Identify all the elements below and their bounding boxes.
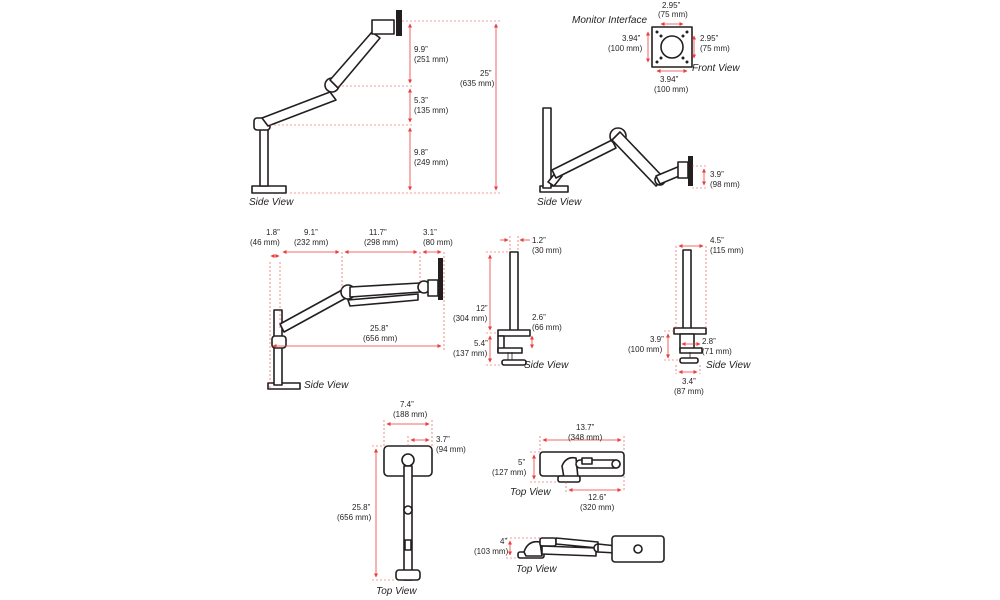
dim-extended-depth-mm: (103 mm): [474, 547, 509, 556]
dim-upper-reach-in: 11.7”: [369, 228, 387, 237]
dim-clamp-height-mm: (137 mm): [453, 349, 488, 358]
monitor-interface: Monitor Interface 2.95” (75 mm) 2.95” (7…: [572, 1, 740, 94]
dim-lower-reach-mm: (232 mm): [294, 238, 329, 247]
monitor-interface-title: Monitor Interface: [572, 15, 647, 26]
dim-clamp-offset-in: 1.8”: [266, 228, 280, 237]
view-label-side-5: Side View: [706, 360, 751, 371]
view-label-side-2: Side View: [537, 197, 582, 208]
dim-upper-arm-in: 9.9”: [414, 45, 428, 54]
top-view-arm-drawing: [383, 445, 433, 581]
vesa-bottom-in: 3.94”: [660, 75, 679, 84]
top-view-extended-drawing: [517, 535, 665, 563]
side-view-3: 1.8” (46 mm) 9.1” (232 mm) 11.7” (298 mm…: [250, 228, 453, 391]
dim-clamp-height-in: 5.4”: [474, 339, 488, 348]
dim-lower-arm-in: 5.3”: [414, 96, 428, 105]
top-view-3: 4” (103 mm) Top View: [474, 535, 665, 575]
dim-compact-length-mm: (320 mm): [580, 503, 615, 512]
dim-tilt-in: 3.9”: [710, 170, 724, 179]
dim-top-length-mm: (656 mm): [337, 513, 372, 522]
dim-grommet-depth-mm: (71 mm): [702, 347, 732, 356]
dim-plate-width-in: 7.4”: [400, 400, 414, 409]
dim-half-width-in: 3.7”: [436, 435, 450, 444]
dim-clamp-offset-mm: (46 mm): [250, 238, 280, 247]
dim-pole-width-in: 1.2”: [532, 236, 546, 245]
dim-total-reach-mm: (656 mm): [363, 334, 398, 343]
dim-head-reach-mm: (80 mm): [423, 238, 453, 247]
dim-pole-mm: (249 mm): [414, 158, 449, 167]
dim-pole-width-mm: (30 mm): [532, 246, 562, 255]
clamp-pole-drawing: [497, 251, 531, 366]
side-view-2: 3.9” (98 mm) Side View: [537, 107, 740, 208]
dim-half-width-mm: (94 mm): [436, 445, 466, 454]
monitor-arm-drawing: [267, 258, 443, 390]
dim-clamp-depth-mm: (66 mm): [532, 323, 562, 332]
top-view-2: 13.7” (348 mm) 5” (127 mm) 12.6” (320 mm…: [492, 423, 625, 512]
vesa-top-in: 2.95”: [662, 1, 681, 10]
dimension-lines: [270, 20, 500, 194]
dim-compact-depth-in: 5”: [518, 458, 525, 467]
dim-base-width-in: 4.5”: [710, 236, 724, 245]
dim-base-width-mm: (115 mm): [710, 246, 744, 255]
dim-total-height-in: 25”: [480, 69, 492, 78]
dim-upper-reach-mm: (298 mm): [364, 238, 399, 247]
dim-clamp-depth-in: 2.6”: [532, 313, 546, 322]
vesa-left-in: 3.94”: [622, 34, 641, 43]
vesa-bottom-mm: (100 mm): [654, 85, 689, 94]
monitor-arm-drawing: [539, 107, 693, 193]
dim-grommet-height-mm: (100 mm): [628, 345, 663, 354]
dim-extended-depth-in: 4”: [500, 537, 507, 546]
dim-total-reach-in: 25.8”: [370, 324, 389, 333]
dim-compact-width-in: 13.7”: [576, 423, 595, 432]
side-view-5: 4.5” (115 mm) 3.9” (100 mm) 2.8” (71 mm)…: [628, 236, 751, 396]
top-view-1: 7.4” (188 mm) 3.7” (94 mm) 25.8” (656 mm…: [337, 400, 466, 597]
vesa-top-mm: (75 mm): [658, 10, 688, 19]
dim-head-reach-in: 3.1”: [423, 228, 437, 237]
dim-compact-width-mm: (348 mm): [568, 433, 603, 442]
vesa-right-in: 2.95”: [700, 34, 719, 43]
dim-grommet-depth-in: 2.8”: [702, 337, 716, 346]
dim-compact-length-in: 12.6”: [588, 493, 607, 502]
vesa-left-mm: (100 mm): [608, 44, 643, 53]
dim-tilt-mm: (98 mm): [710, 180, 740, 189]
view-label-side-1: Side View: [249, 197, 294, 208]
monitor-arm-drawing: [251, 10, 402, 194]
dim-top-length-in: 25.8”: [352, 503, 371, 512]
dim-grommet-width-in: 3.4”: [682, 377, 696, 386]
dim-compact-depth-mm: (127 mm): [492, 468, 527, 477]
vesa-right-mm: (75 mm): [700, 44, 730, 53]
view-label-side-3: Side View: [304, 380, 349, 391]
dim-upper-arm-mm: (251 mm): [414, 55, 449, 64]
dim-pole-in: 9.8”: [414, 148, 428, 157]
view-label-front: Front View: [692, 63, 740, 74]
dim-lower-arm-mm: (135 mm): [414, 106, 449, 115]
view-label-top-3: Top View: [516, 564, 557, 575]
dim-plate-width-mm: (188 mm): [393, 410, 428, 419]
view-label-side-4: Side View: [524, 360, 569, 371]
dim-grommet-width-mm: (87 mm): [674, 387, 704, 396]
dim-lower-reach-in: 9.1”: [304, 228, 318, 237]
view-label-top-2: Top View: [510, 487, 551, 498]
side-view-4: 1.2” (30 mm) 12” (304 mm) 2.6” (66 mm) 5…: [453, 236, 569, 371]
dim-grommet-height-in: 3.9”: [650, 335, 664, 344]
vesa-plate-drawing: [651, 26, 693, 68]
dim-pole-height-mm: (304 mm): [453, 314, 488, 323]
view-label-top-1: Top View: [376, 586, 417, 597]
side-view-1: 9.9” (251 mm) 5.3” (135 mm) 9.8” (249 mm…: [249, 10, 500, 208]
dim-pole-height-in: 12”: [476, 304, 488, 313]
top-view-folded-drawing: [539, 451, 625, 483]
dim-total-height-mm: (635 mm): [460, 79, 495, 88]
